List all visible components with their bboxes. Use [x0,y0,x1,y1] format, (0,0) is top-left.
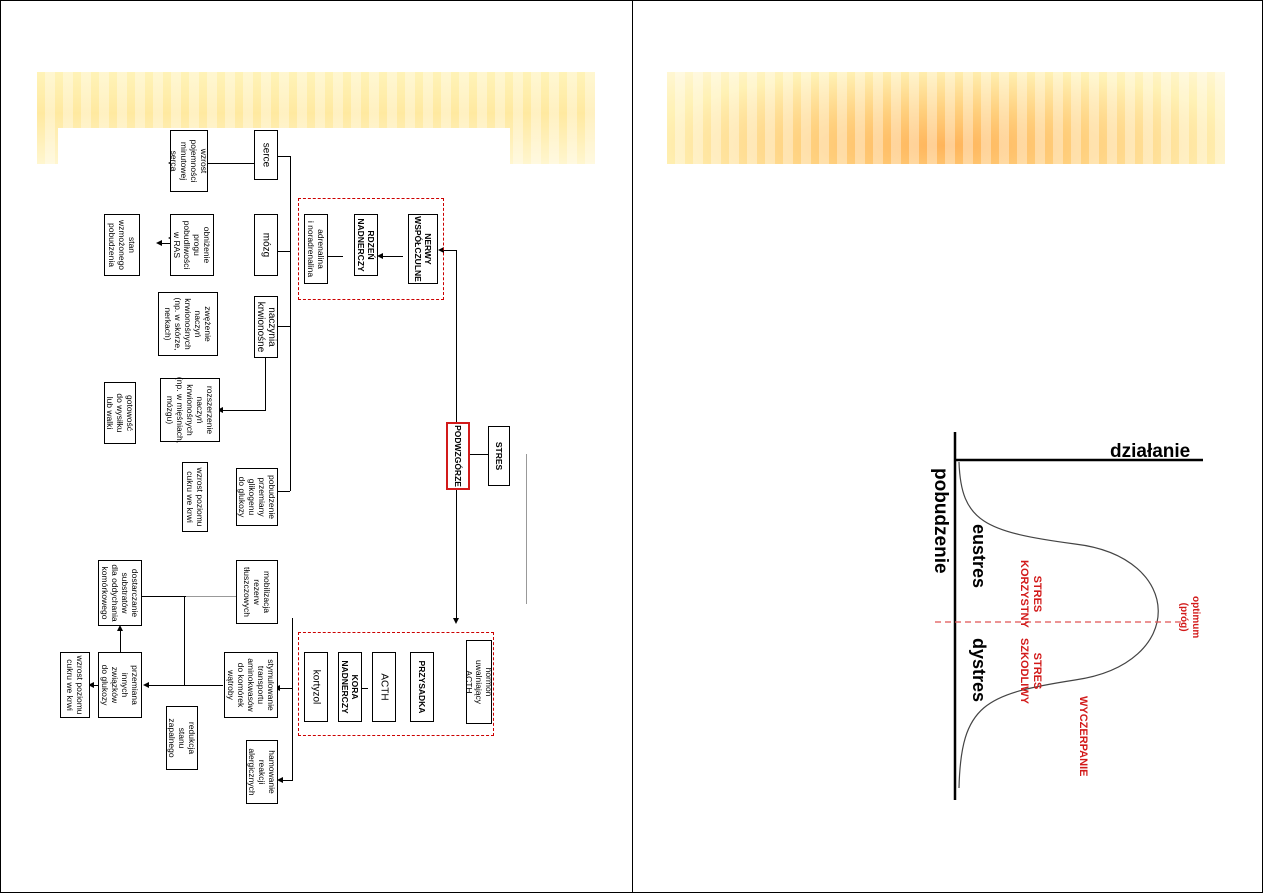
acth-box: ACTH [372,652,396,722]
wyczerpanie-label: WYCZERPANIE [1077,696,1089,777]
stan-pobudzenia-box: stan wzmożonego pobudzenia [104,214,140,276]
pobudzenie-glikogen-box: pobudzenie przemiany glikogenu do glukoz… [236,468,278,526]
hormon-acth-box: hormon uwalniający ACTH [464,640,494,724]
zwezenie-box: zwężenie naczyń krwionośnych (np. w skór… [158,292,218,356]
sympathetic-group-outline [298,198,444,300]
obnizenie-progu-box: obniżenie progu pobudliwości w RAS [170,214,214,276]
rozszerzenie-box: rozszerzenie naczyń krwionośnych (np. w … [160,377,220,443]
wzrost-pojemnosci-box: wzrost pojemności minutowej serca [169,130,209,192]
podwzgorze-box: PODWZGÓRZE [446,422,470,490]
stress-curve-line [958,461,1159,789]
stres-szkodliwy-label: STRES SZKODLIWY [1018,638,1043,704]
mozg-box: mózg [254,214,278,276]
eustres-label: eustres [969,524,989,589]
wzrost-glukozy-2-box: wzrost poziomu cukru we krwi [60,652,90,718]
redukcja-box: redukcja stanu zapalnego [166,706,198,770]
stress-flowchart: STRES PODWZGÓRZE NERWY WSPÓŁCZULNE RDZEŃ… [58,128,527,804]
dystres-label: dystres [969,638,989,703]
przemiana-box: przemiana innych związków do glukozy [98,652,142,718]
y-axis-label: działanie [1110,441,1191,462]
kortyzol-box: kortyzol [304,652,328,722]
stres-korzystny-label: STRES KORZYSTNY [1018,560,1043,628]
hpa-group-outline [298,632,494,736]
stres-box: STRES [488,426,510,486]
right-slide-title-band [667,72,1225,164]
wzrost-glukozy-1-box: wzrost poziomu cukru we krwi [182,462,208,532]
x-axis-label: pobudzenie [930,468,951,574]
serce-box: serce [254,130,278,180]
adrenalina-box: adrenalina i noradrenalina [304,214,328,284]
hamowanie-box: hamowanie reakcji alergicznych [246,740,278,804]
naczynia-box: naczynia krwionośne [254,296,278,358]
kora-nadnerczy-box: KORA NADNERCZY [338,652,362,722]
rdzen-nadnerczy-box: RDZEŃ NADNERCZY [354,214,378,276]
nerwy-wspolczulne-box: NERWY WSPÓŁCZULNE [408,214,438,284]
stymulowanie-box: stymulowanie transportu aminokwasów do k… [224,652,278,718]
stress-curve-svg [935,432,1203,800]
stress-curve-chart: działanie pobudzenie eustres dystres STR… [925,432,1203,804]
dostarczanie-box: dostarczanie substratów dla oddychania k… [98,560,142,626]
przysadka-box: PRZYSADKA [410,652,434,722]
optimum-label: optimum (próg) [1178,596,1201,639]
mobilizacja-box: mobilizacja rezerw tłuszczowych [236,560,278,624]
gotowosc-box: gotowość do wysiłku lub walki [104,382,136,444]
